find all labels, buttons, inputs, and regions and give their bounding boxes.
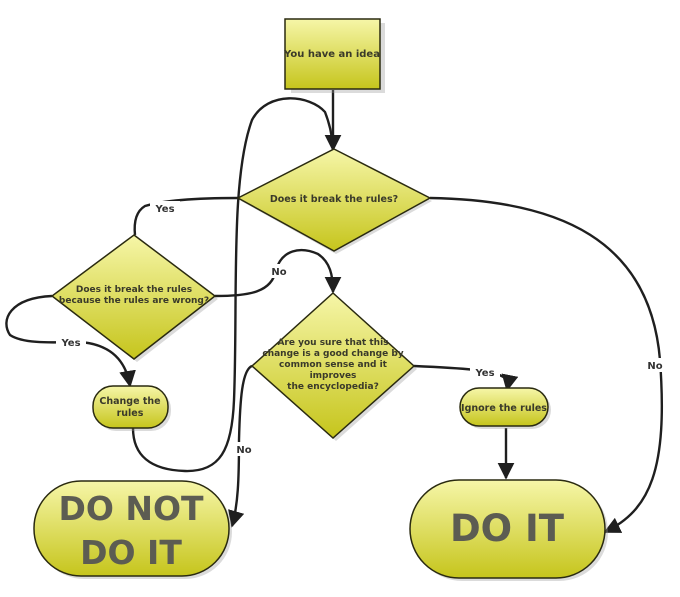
- svg-text:You have an idea: You have an idea: [283, 49, 380, 60]
- edge-break-no: [429, 196, 664, 534]
- edge-label-yes-right: Yes: [470, 365, 500, 379]
- edge-break-yes: [133, 196, 239, 236]
- node-idea: You have an idea: [283, 18, 385, 93]
- edge-label-yes-top: Yes: [150, 201, 180, 215]
- svg-text:Does it break the rules: Does it break the rules: [76, 285, 192, 295]
- edge-label-no-middle: No: [266, 264, 292, 278]
- node-rules-wrong: Does it break the rules because the rule…: [50, 234, 218, 362]
- svg-text:the encyclopedia?: the encyclopedia?: [287, 382, 379, 392]
- svg-text:No: No: [236, 445, 251, 456]
- svg-text:Yes: Yes: [60, 338, 80, 349]
- svg-text:rules: rules: [117, 408, 144, 419]
- node-change-rules: Change the rules: [92, 385, 171, 431]
- svg-text:Change the: Change the: [99, 396, 160, 407]
- svg-text:DO IT: DO IT: [450, 507, 565, 550]
- node-ignore-rules: Ignore the rules: [459, 387, 551, 429]
- svg-text:No: No: [271, 267, 286, 278]
- svg-text:improves: improves: [310, 371, 357, 381]
- svg-text:because the rules are wrong?: because the rules are wrong?: [59, 296, 209, 306]
- svg-text:common sense and it: common sense and it: [279, 360, 388, 370]
- edge-wrong-no: [214, 249, 342, 298]
- svg-text:DO NOT: DO NOT: [58, 489, 204, 528]
- svg-text:Ignore the rules: Ignore the rules: [461, 403, 547, 414]
- edge-label-no-left: No: [232, 442, 256, 456]
- node-sure-good: Are you sure that this change is a good …: [250, 291, 417, 441]
- edge-label-no-right: No: [643, 358, 667, 372]
- svg-text:Are you sure that this: Are you sure that this: [277, 338, 388, 348]
- edge-label-yes-left: Yes: [56, 335, 86, 349]
- svg-text:Yes: Yes: [474, 368, 494, 379]
- node-do-not: DO NOT DO IT: [33, 480, 232, 579]
- svg-text:No: No: [647, 361, 662, 372]
- node-do-it: DO IT: [409, 479, 608, 581]
- svg-text:Yes: Yes: [154, 204, 174, 215]
- svg-text:DO IT: DO IT: [80, 533, 182, 572]
- edge-change-loop: [131, 97, 335, 473]
- edge-wrong-yes: [5, 294, 136, 388]
- svg-text:change is a good change by: change is a good change by: [262, 349, 403, 359]
- edge-sure-yes: [413, 364, 519, 392]
- edge-sure-no: [228, 364, 253, 528]
- node-break-rules: Does it break the rules?: [236, 148, 432, 254]
- svg-text:Does it break the rules?: Does it break the rules?: [270, 194, 398, 205]
